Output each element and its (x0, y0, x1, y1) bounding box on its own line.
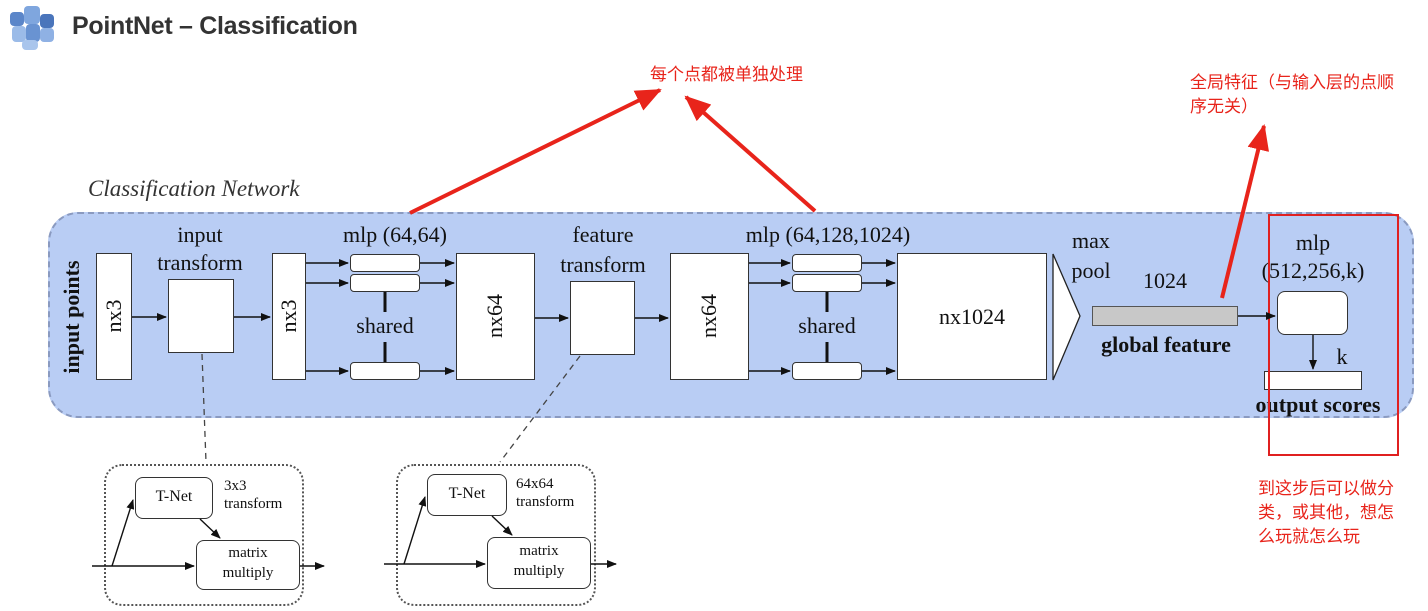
network-title: Classification Network (88, 176, 300, 201)
mlp3-label-line2: (512,256,k) (1261, 258, 1365, 283)
per-point-annotation: 每个点都被单独处理 (650, 65, 803, 85)
shared2-label: shared (782, 313, 872, 339)
maxpool-label-line2: pool (1071, 258, 1111, 283)
tnet-block-right (427, 474, 507, 516)
tnet-label-right: T-Net (448, 485, 486, 502)
classify-annotation-line3: 么玩就怎么玩 (1258, 527, 1360, 547)
shared1-label: shared (340, 313, 430, 339)
tnet-right-transform-line1: 64x64 (516, 476, 554, 492)
mlp1-unit-3 (350, 362, 420, 380)
mlp1-unit-2 (350, 274, 420, 292)
matrix-multiply-right-line2: multiply (513, 563, 565, 579)
tnet-right-transform-line2: transform (516, 494, 575, 510)
input-transform-block (168, 279, 234, 353)
feature-transform-label-line2: transform (560, 252, 646, 277)
global-feature-label: global feature (1101, 332, 1231, 357)
red-annotation-arrows (409, 88, 1269, 299)
k-label: k (1336, 344, 1348, 369)
output-scores-label: output scores (1255, 392, 1381, 417)
leader-line-left (201, 353, 207, 463)
maxpool-label-line1: max (1072, 228, 1110, 253)
highlight-box-classifier (1268, 214, 1399, 456)
maxpool-shape (1052, 253, 1081, 381)
input-transform-label-line1: input (177, 222, 223, 247)
global-feature-dim-label: 1024 (1143, 268, 1187, 293)
mlp2-unit-3 (792, 362, 862, 380)
global-feature-annotation-line2: 序无关） (1190, 97, 1258, 117)
tnet-block-left (135, 477, 213, 519)
matrix-multiply-block-left (196, 540, 300, 590)
input-transform-label-line2: transform (157, 250, 243, 275)
nx1024-block (897, 253, 1047, 380)
classify-annotation-line1: 到这步后可以做分 (1258, 479, 1394, 499)
tnet-left-connectors (92, 499, 325, 570)
slide-header: PointNet – Classification (0, 0, 1428, 60)
output-scores-bar (1264, 371, 1362, 390)
nx64-block-2 (670, 253, 749, 380)
matrix-multiply-left-line2: multiply (222, 565, 274, 581)
matrix-multiply-right-line1: matrix (519, 543, 559, 559)
tnet-panel-right (396, 464, 596, 606)
feature-transform-block (570, 281, 635, 355)
nx3-input-block (96, 253, 132, 380)
global-feature-bar (1092, 306, 1238, 326)
tnet-left-transform-line2: transform (224, 496, 283, 512)
mlp2-unit-2 (792, 274, 862, 292)
nx3-transformed-block (272, 253, 306, 380)
shared-bars (383, 292, 829, 362)
mlp2-label: mlp (64,128,1024) (745, 222, 911, 247)
leader-line-right (499, 355, 581, 463)
global-feature-annotation-line1: 全局特征（与输入层的点顺 (1190, 73, 1394, 93)
tnet-left-transform-line1: 3x3 (224, 478, 247, 494)
nx1024-label: nx1024 (939, 304, 1005, 329)
mlp1-label: mlp (64,64) (343, 222, 447, 247)
pixelated-logo-icon (10, 6, 56, 52)
page-title: PointNet – Classification (72, 12, 358, 40)
nx64-block-1 (456, 253, 535, 380)
mlp1-unit-1 (350, 254, 420, 272)
mlp3-block (1277, 291, 1348, 335)
matrix-multiply-left-line1: matrix (228, 545, 268, 561)
classify-annotation-line2: 类，或其他，想怎 (1258, 503, 1394, 523)
tnet-panel-left (104, 464, 304, 606)
flow-arrows (132, 259, 1317, 375)
matrix-multiply-block-right (487, 537, 591, 589)
mlp2-unit-1 (792, 254, 862, 272)
tnet-label-left: T-Net (155, 488, 193, 505)
mlp3-label-line1: mlp (1295, 230, 1331, 255)
tnet-right-connectors (384, 496, 617, 568)
feature-transform-label-line1: feature (572, 222, 634, 247)
